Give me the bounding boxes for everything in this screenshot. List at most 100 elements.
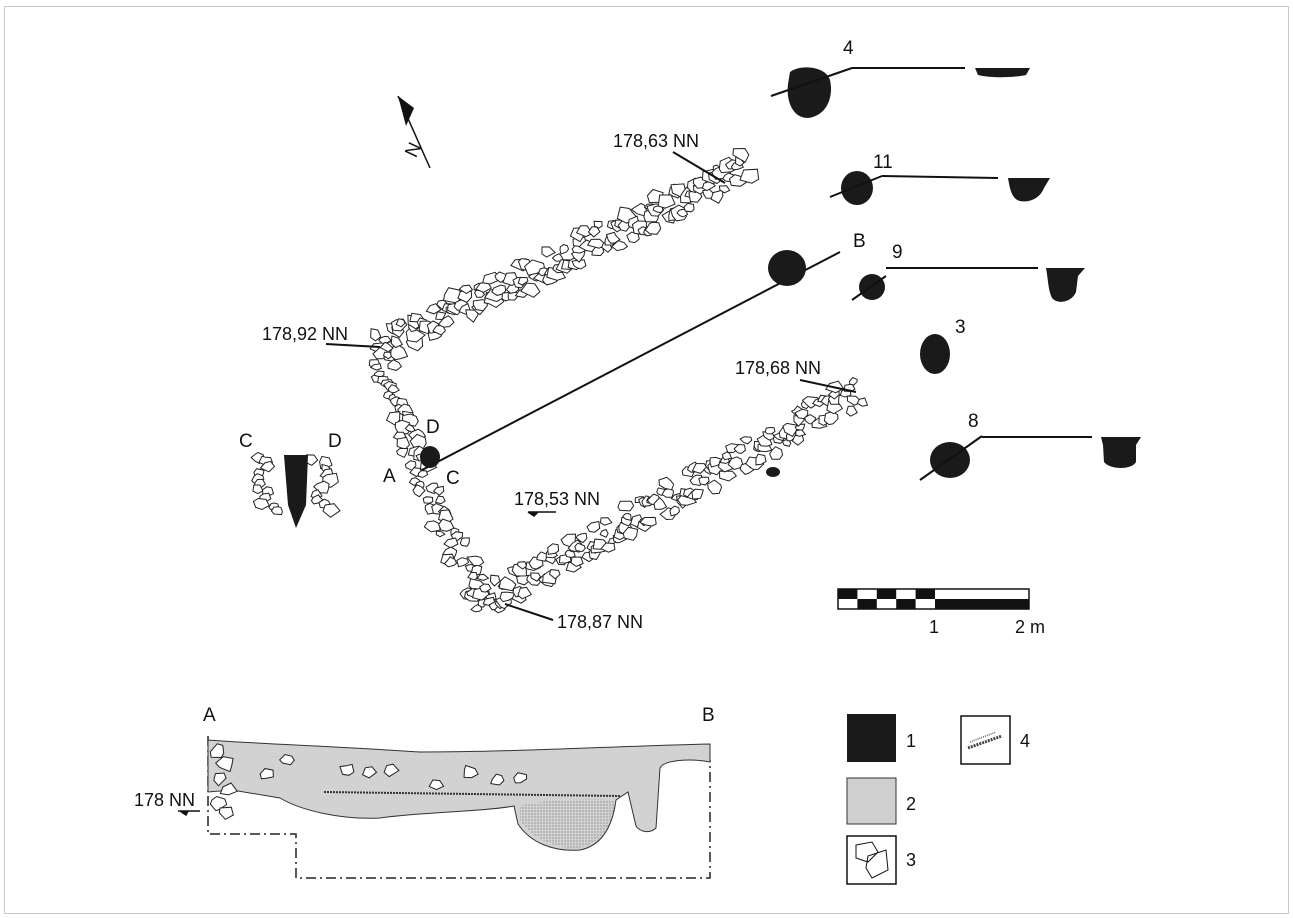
scale-check	[876, 589, 897, 599]
small-pit	[766, 467, 780, 477]
wall-stone	[457, 290, 473, 304]
wall-stone	[791, 434, 805, 446]
wall-stone	[764, 426, 776, 435]
label-b-section: B	[702, 705, 715, 726]
wall-stone	[214, 756, 234, 773]
label-c-section: C	[239, 431, 253, 452]
wall-lower-stones	[466, 376, 869, 614]
feature-9: 9	[851, 242, 1085, 302]
pit-on-section-line	[768, 250, 806, 286]
elevation-label-1: 178,63 NN	[613, 131, 699, 151]
wall-stone	[213, 772, 227, 787]
label-d-section: D	[328, 431, 342, 452]
feature-label-8: 8	[968, 411, 979, 432]
elevation-label-4: 178,53 NN	[514, 489, 600, 509]
wall-stone	[322, 503, 341, 518]
label-a-section: A	[203, 705, 216, 726]
wall-stone	[417, 470, 429, 478]
wall-stone	[732, 147, 750, 163]
feature-label-9: 9	[892, 242, 903, 263]
wall-stone	[823, 410, 839, 426]
wall-stone	[658, 476, 675, 491]
wall-stone	[209, 795, 228, 812]
elevation-leader-3	[799, 379, 857, 393]
wall-stone	[490, 773, 505, 786]
wall-stone	[388, 384, 400, 394]
scale-check	[896, 599, 916, 609]
wall-stone	[599, 528, 609, 538]
wall-stone	[593, 220, 603, 229]
legend-key-4: 4	[1020, 731, 1030, 751]
wall-stone	[541, 246, 557, 258]
feature-label-3: 3	[955, 317, 966, 338]
wall-stone	[270, 506, 283, 516]
label-b-plan: B	[853, 231, 866, 252]
wall-stone	[482, 596, 496, 606]
wall-stone	[848, 376, 858, 386]
north-arrow-icon: N	[397, 95, 431, 169]
wall-stone	[657, 194, 676, 209]
wall-stone	[396, 447, 409, 459]
elevation-leader-2	[325, 343, 381, 348]
wall-stone	[801, 396, 819, 409]
wall-stone	[437, 315, 455, 328]
wall-stone	[617, 500, 635, 512]
wall-stone	[517, 276, 529, 286]
wall-stone	[845, 405, 858, 417]
wall-stone	[599, 517, 613, 526]
legend-key-3: 3	[906, 850, 916, 870]
wall-stone	[435, 530, 446, 538]
wall-stone	[707, 479, 723, 495]
wall-stone	[459, 537, 470, 547]
wall-stone	[530, 572, 541, 582]
wall-stone	[279, 753, 295, 766]
section-cd-stones	[250, 451, 341, 518]
label-c-plan: C	[446, 468, 460, 489]
wall-stone	[432, 485, 445, 496]
wall-stone	[755, 453, 767, 466]
wall-stone	[722, 451, 733, 461]
wall-stone	[259, 460, 276, 473]
label-a-plan: A	[383, 466, 396, 487]
posthole-section	[284, 455, 308, 528]
wall-stone	[458, 284, 474, 295]
wall-stone	[611, 240, 629, 252]
wall-stone	[739, 168, 760, 184]
wall-stone	[856, 397, 869, 407]
wall-stone	[733, 443, 746, 455]
wall-stone	[513, 772, 528, 784]
wall-stone	[491, 284, 507, 296]
wall-stone	[709, 456, 723, 468]
scale-check	[838, 589, 858, 599]
scale-bar: 1 2 m	[837, 588, 1045, 637]
wall-stone	[396, 436, 411, 450]
feature-8: 8	[919, 411, 1141, 481]
wall-stone	[209, 743, 225, 759]
wall-stone	[710, 189, 724, 204]
section-elevation-label: 178 NN	[134, 790, 195, 810]
wall-stone	[434, 495, 446, 505]
wall-stone	[570, 556, 584, 567]
wall-stone	[382, 351, 392, 360]
label-d-plan: D	[426, 417, 440, 438]
scale-label-1: 1	[929, 617, 939, 637]
pit-near-a	[420, 446, 440, 468]
legend-swatch-1	[847, 714, 896, 762]
wall-stone	[520, 282, 541, 298]
elevation-leader-1	[672, 151, 726, 184]
wall-stone	[575, 532, 588, 544]
feature-label-11: 11	[873, 152, 893, 173]
legend-swatch-4	[960, 715, 1011, 765]
elevation-label-5: 178,87 NN	[557, 612, 643, 632]
wall-stone	[683, 202, 695, 213]
wall-stone	[219, 782, 238, 796]
section-ab-profile: A B 178 NN	[134, 705, 715, 879]
wall-stone	[653, 496, 668, 510]
wall-stone	[423, 520, 441, 533]
feature-4: 4	[770, 38, 1030, 118]
scale-label-2: 2 m	[1015, 617, 1045, 637]
wall-stone	[661, 487, 674, 498]
figure-frame	[4, 6, 1289, 914]
wall-stone	[644, 221, 662, 235]
